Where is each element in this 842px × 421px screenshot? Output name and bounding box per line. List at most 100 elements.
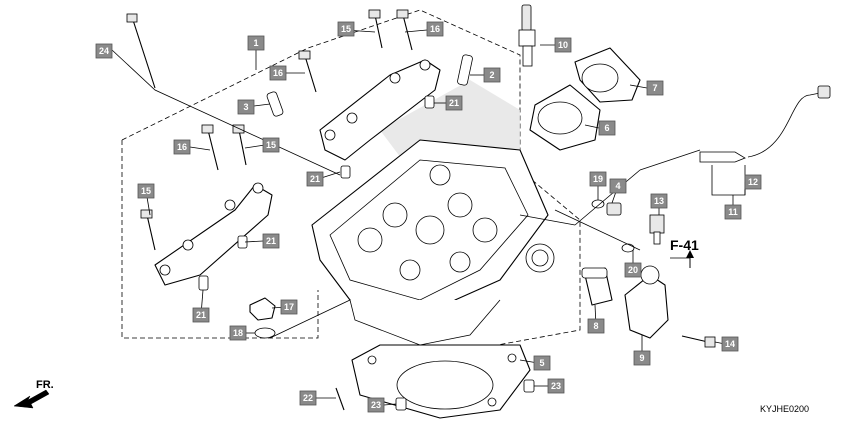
svg-text:4: 4	[615, 181, 620, 191]
callout-2[interactable]: 2	[483, 67, 501, 83]
svg-text:16: 16	[430, 24, 440, 34]
cylinder-head	[311, 139, 555, 346]
svg-text:14: 14	[725, 339, 735, 349]
svg-text:16: 16	[273, 68, 283, 78]
cap-nut	[249, 297, 276, 321]
callout-1[interactable]: 1	[247, 35, 265, 51]
stud-bolt	[126, 13, 156, 89]
callout-20[interactable]: 20	[624, 262, 642, 278]
housing-bolt	[681, 335, 716, 348]
washer	[621, 243, 635, 253]
svg-text:11: 11	[728, 207, 738, 217]
svg-text:13: 13	[654, 196, 664, 206]
callout-21[interactable]: 21	[306, 171, 324, 187]
thermostat	[581, 267, 613, 306]
camshaft-holder-left	[154, 182, 273, 286]
callout-24[interactable]: 24	[95, 43, 113, 59]
section-ref-arrow	[686, 250, 694, 268]
front-arrow-icon	[13, 389, 50, 409]
sleeve	[266, 91, 284, 117]
callout-16[interactable]: 16	[269, 65, 287, 81]
callout-23[interactable]: 23	[367, 397, 385, 413]
svg-text:6: 6	[604, 123, 609, 133]
callout-7[interactable]: 7	[646, 80, 664, 96]
sealing-washer	[254, 327, 276, 339]
callout-10[interactable]: 10	[554, 37, 572, 53]
callout-8[interactable]: 8	[587, 318, 605, 334]
callout-21[interactable]: 21	[445, 95, 463, 111]
oxygen-sensor	[699, 85, 831, 163]
callout-12[interactable]: 12	[744, 174, 762, 190]
callout-6[interactable]: 6	[598, 120, 616, 136]
flange-bolt	[298, 50, 317, 93]
svg-text:22: 22	[303, 393, 313, 403]
temperature-sensor	[649, 214, 665, 245]
svg-text:5: 5	[539, 358, 544, 368]
svg-text:7: 7	[652, 83, 657, 93]
callout-13[interactable]: 13	[650, 193, 668, 209]
svg-text:16: 16	[177, 142, 187, 152]
svg-text:23: 23	[371, 400, 381, 410]
svg-text:15: 15	[341, 24, 351, 34]
callout-16[interactable]: 16	[173, 139, 191, 155]
svg-text:3: 3	[243, 102, 248, 112]
spark-plug	[518, 4, 536, 67]
callout-15[interactable]: 15	[137, 183, 155, 199]
dowel-pin	[523, 379, 535, 393]
insulator-band	[574, 47, 641, 103]
thermostat-housing	[624, 265, 669, 339]
dowel-pin	[395, 397, 407, 411]
callout-9[interactable]: 9	[633, 350, 651, 366]
callout-19[interactable]: 19	[589, 171, 607, 187]
callouts: 1 2 3 4 5 6 7 8 9 10 11 12 13 14 15 15 1…	[95, 21, 762, 413]
callout-21[interactable]: 21	[262, 233, 280, 249]
svg-text:1: 1	[253, 38, 258, 48]
washer	[591, 199, 605, 209]
callout-22[interactable]: 22	[299, 390, 317, 406]
callout-16[interactable]: 16	[426, 21, 444, 37]
svg-text:15: 15	[141, 186, 151, 196]
flange-bolt	[140, 209, 156, 251]
svg-text:19: 19	[593, 174, 603, 184]
svg-text:18: 18	[233, 328, 243, 338]
stud	[335, 387, 345, 411]
callout-14[interactable]: 14	[721, 336, 739, 352]
callout-5[interactable]: 5	[533, 355, 551, 371]
callout-15[interactable]: 15	[337, 21, 355, 37]
section-ref: F-41	[670, 237, 699, 253]
diagram-code: KYJHE0200	[760, 404, 809, 414]
svg-text:21: 21	[266, 236, 276, 246]
svg-text:2: 2	[489, 70, 494, 80]
callout-18[interactable]: 18	[229, 325, 247, 341]
dowel-pin	[424, 95, 435, 109]
callout-23[interactable]: 23	[547, 378, 565, 394]
flange-bolt	[232, 124, 247, 166]
dowel-pin	[340, 165, 351, 179]
callout-3[interactable]: 3	[237, 99, 255, 115]
dowel-pin	[198, 275, 209, 291]
svg-text:12: 12	[748, 177, 758, 187]
svg-text:15: 15	[266, 140, 276, 150]
svg-text:21: 21	[310, 174, 320, 184]
flange-bolt	[201, 124, 219, 171]
camshaft-holder-right	[319, 59, 441, 161]
flange-bolt	[396, 9, 413, 51]
svg-text:17: 17	[284, 302, 294, 312]
callout-15[interactable]: 15	[262, 137, 280, 153]
flange-bolt	[368, 9, 383, 49]
callout-21[interactable]: 21	[192, 307, 210, 323]
svg-text:24: 24	[99, 46, 109, 56]
callout-17[interactable]: 17	[280, 299, 298, 315]
assembly-outline	[121, 9, 581, 351]
sleeve	[457, 54, 473, 86]
svg-text:8: 8	[593, 321, 598, 331]
svg-text:20: 20	[628, 265, 638, 275]
plug-bolt	[606, 202, 622, 216]
callout-11[interactable]: 11	[724, 204, 742, 220]
svg-text:21: 21	[449, 98, 459, 108]
intake-insulator	[529, 84, 601, 151]
svg-text:10: 10	[558, 40, 568, 50]
svg-text:23: 23	[551, 381, 561, 391]
callout-4[interactable]: 4	[609, 178, 627, 194]
